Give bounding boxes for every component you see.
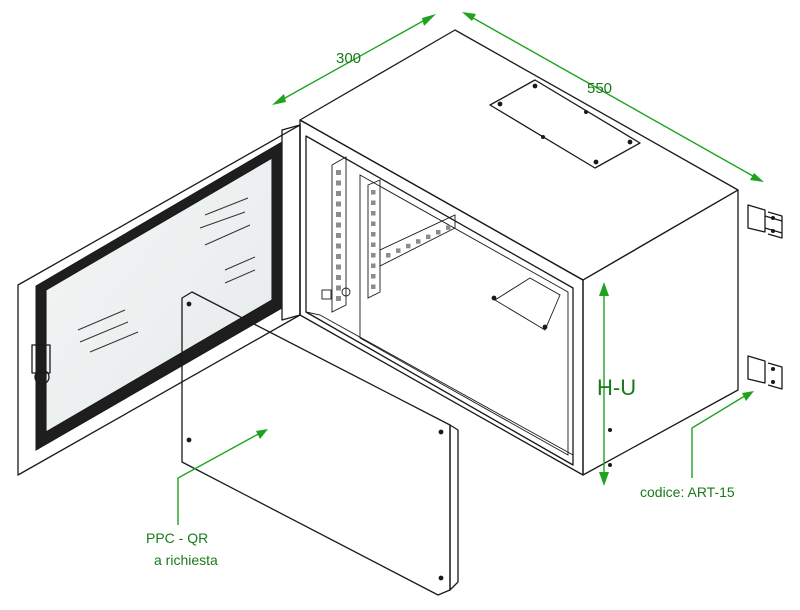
door-lock <box>31 344 51 374</box>
leader-code <box>691 391 754 478</box>
rail-hole <box>371 190 376 195</box>
rail-hole <box>371 284 376 289</box>
panel-screw <box>186 437 192 443</box>
panel-label-line2: a richiesta <box>154 552 218 568</box>
rack-rails <box>321 156 456 313</box>
interior-screw <box>491 295 497 301</box>
rail-hole <box>336 296 341 301</box>
rail-hole <box>336 180 341 186</box>
rail-hole <box>406 243 411 249</box>
cabinet-top-face <box>299 29 739 281</box>
wall-bracket-upper <box>747 204 783 239</box>
rail-hole <box>336 285 341 291</box>
width-label: 550 <box>587 80 612 97</box>
rail-hole <box>371 221 376 226</box>
rail-hole <box>336 170 341 175</box>
panel-screw <box>186 301 192 307</box>
rail-hole <box>386 253 391 258</box>
side-hole <box>608 463 612 467</box>
dimension-width <box>462 12 764 182</box>
plate-screw <box>532 83 538 89</box>
rail-hole <box>336 201 341 207</box>
cabinet-body <box>299 29 739 476</box>
rack-rail-front <box>331 156 347 313</box>
rail-hole <box>336 254 341 259</box>
rail-hole <box>371 253 376 258</box>
rail-hole <box>446 225 451 230</box>
plate-screw <box>627 139 633 145</box>
rail-hole <box>371 211 376 216</box>
rail-nut <box>321 289 332 300</box>
panel-screw <box>438 429 444 435</box>
cabinet-cable-plate <box>489 79 641 169</box>
rail-hole <box>336 212 341 217</box>
rack-crossbar <box>379 214 456 267</box>
panel-screw <box>438 575 444 581</box>
cabinet-door <box>17 124 301 476</box>
blank-panel <box>181 291 459 596</box>
dimension-depth <box>272 14 436 105</box>
door-glass <box>45 157 273 433</box>
rail-hole <box>371 263 376 268</box>
rail-hole <box>416 239 421 244</box>
rail-holes <box>336 170 451 301</box>
panel-label-line1: PPC - QR <box>146 530 208 546</box>
height-label: H-U <box>597 375 636 400</box>
plate-screw <box>593 159 599 165</box>
cabinet-interior-back <box>359 174 569 456</box>
rail-hole <box>336 222 341 228</box>
rail-hole <box>336 191 341 196</box>
code-label: codice: ART-15 <box>640 484 735 500</box>
plate-screw <box>497 101 503 107</box>
rail-hole <box>336 243 341 249</box>
rail-hole <box>336 264 341 270</box>
wall-bracket-lower <box>747 355 783 390</box>
lock-knob <box>34 369 50 385</box>
door-edge <box>281 124 301 321</box>
side-hole <box>608 428 612 432</box>
leader-panel <box>177 429 268 525</box>
dimension-height <box>599 282 609 486</box>
rail-hole <box>371 242 376 247</box>
cabinet-side-face <box>582 189 739 476</box>
rail-hole <box>371 274 376 279</box>
cabinet-interior-floor <box>305 311 574 466</box>
rack-rail-rear <box>367 179 381 299</box>
rail-hole <box>426 234 431 240</box>
rail-hole <box>436 230 441 235</box>
interior-plate <box>494 277 561 331</box>
plate-screw <box>541 135 545 139</box>
rail-hole <box>396 248 401 253</box>
depth-label: 300 <box>336 50 361 67</box>
interior-screw <box>542 324 548 330</box>
rail-hole <box>371 232 376 237</box>
blank-panel-side <box>449 424 459 591</box>
rail-hole <box>371 200 376 205</box>
plate-screw <box>584 110 588 114</box>
rail-hole <box>336 233 341 238</box>
rail-bolt <box>341 287 351 297</box>
cabinet-front-frame <box>299 119 584 476</box>
glass-reflections <box>77 197 256 353</box>
blank-panel-face <box>181 291 451 596</box>
rail-hole <box>336 275 341 280</box>
